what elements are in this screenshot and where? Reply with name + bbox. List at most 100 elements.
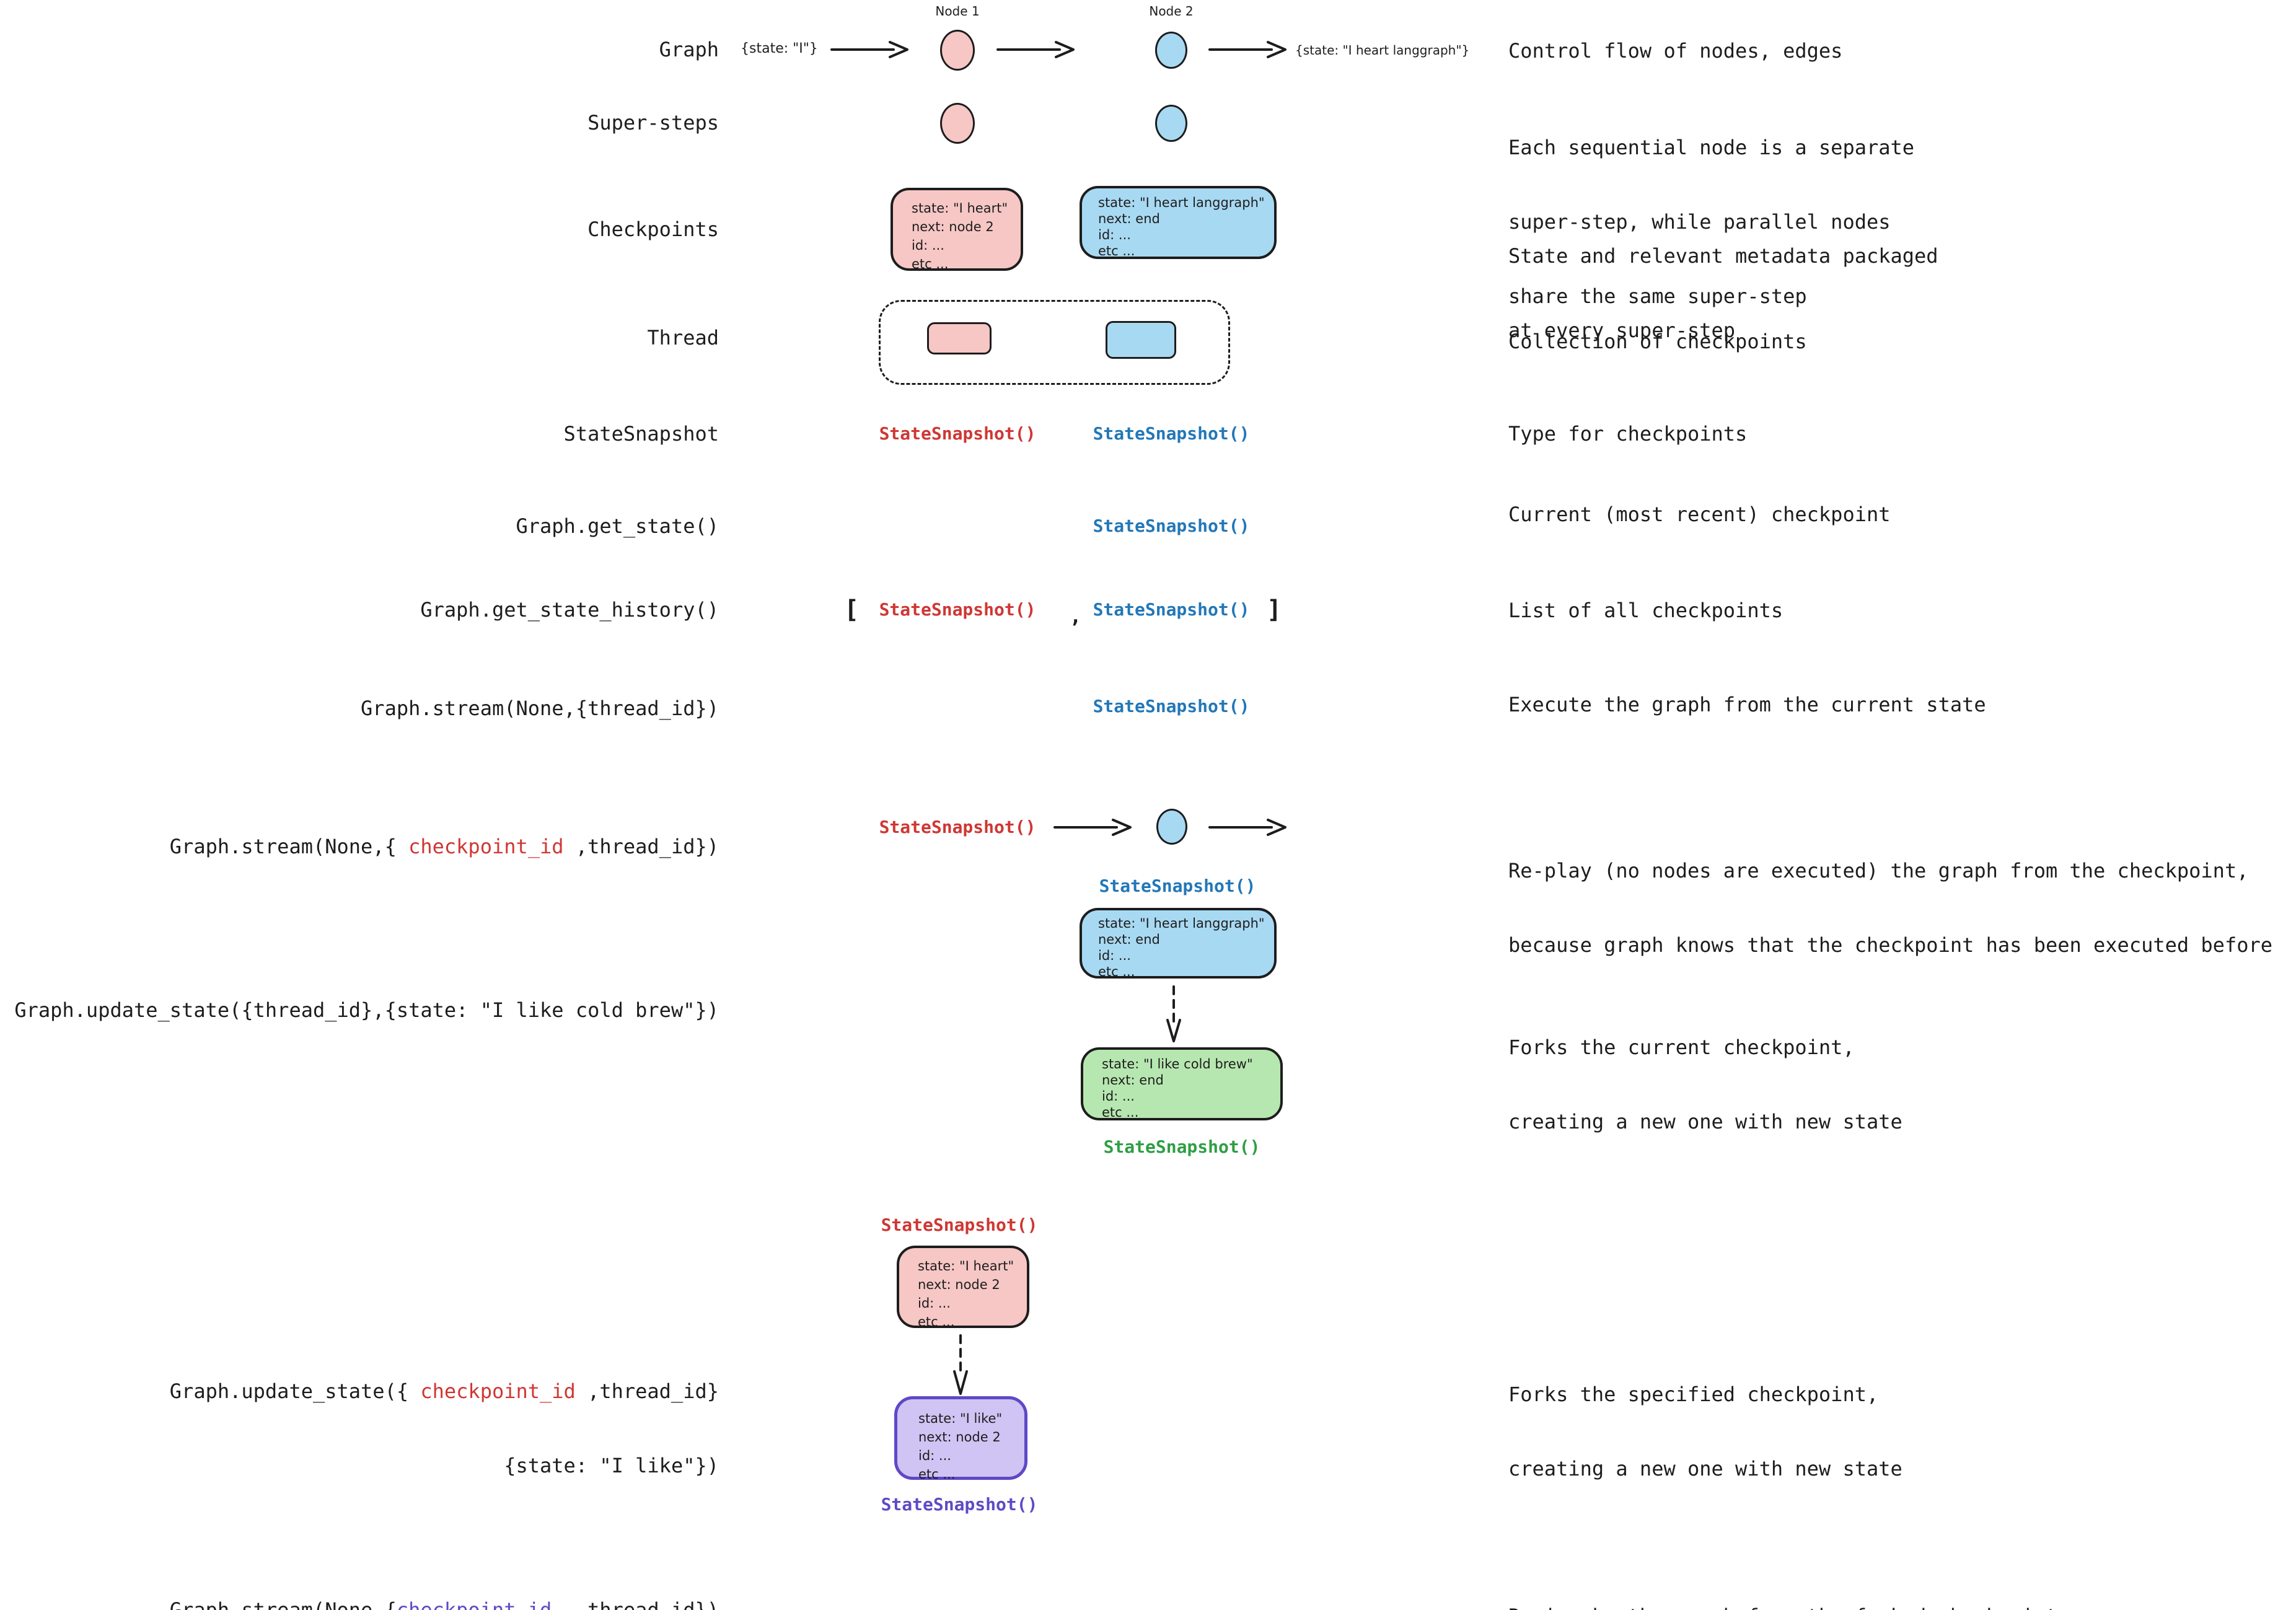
label-update-state-specified: Graph.update_state({ checkpoint_id ,thre…: [0, 1329, 719, 1528]
get-state-snapshot-token: StateSnapshot(): [1093, 516, 1250, 536]
fork-current-source-token: StateSnapshot(): [1099, 876, 1256, 896]
input-state-annotation: {state: "I"}: [741, 41, 818, 56]
stream-snapshot-token: StateSnapshot(): [1093, 696, 1250, 716]
node2-circle: [1155, 32, 1187, 69]
card-line: id: ...: [1098, 227, 1131, 242]
card-line: etc ...: [912, 257, 949, 271]
desc-super-steps-line3: share the same super-step: [1508, 284, 1807, 308]
node2-label: Node 2: [1149, 4, 1194, 19]
card-line: etc ...: [1098, 244, 1135, 258]
label-stream-replay-checkpoint-id: checkpoint_id: [408, 835, 564, 858]
desc-update-specified-line1: Forks the specified checkpoint,: [1508, 1383, 1879, 1406]
card-line: next: end: [1098, 932, 1160, 947]
card-line: etc ...: [1102, 1105, 1139, 1120]
desc-update-specified-line2: creating a new one with new state: [1508, 1457, 1902, 1480]
card-line: state: "I like cold brew": [1102, 1057, 1253, 1071]
desc-graph: Control flow of nodes, edges: [1508, 38, 1842, 63]
card-line: next: node 2: [918, 1277, 1000, 1292]
desc-state-snapshot: Type for checkpoints: [1508, 421, 1747, 446]
card-line: state: "I like": [918, 1411, 1003, 1426]
desc-update-current-line2: creating a new one with new state: [1508, 1110, 1902, 1133]
label-update-state-specified-line1: Graph.update_state({ checkpoint_id ,thre…: [0, 1379, 719, 1404]
desc-replay: Re-play (no nodes are executed) the grap…: [1508, 809, 2272, 1007]
desc-replay-line1: Re-play (no nodes are executed) the grap…: [1508, 859, 2249, 882]
card-line: next: node 2: [912, 219, 994, 234]
label-state-snapshot: StateSnapshot: [563, 422, 719, 446]
desc-checkpoints: State and relevant metadata packaged at …: [1508, 194, 1938, 392]
card-line: id: ...: [918, 1296, 951, 1311]
card-line: next: node 2: [918, 1430, 1001, 1445]
arrow-down-dashed-icon: [1166, 985, 1181, 1042]
card-line: id: ...: [1102, 1089, 1135, 1104]
super-step2-circle: [1155, 105, 1187, 142]
label-super-steps: Super-steps: [587, 111, 719, 134]
replay-node-circle: [1156, 809, 1187, 845]
desc-state-snapshot-line1: Type for checkpoints: [1508, 422, 1748, 446]
fork-current-new-card: state: "I like cold brew" next: end id: …: [1081, 1047, 1283, 1120]
checkpoint-card-pink: state: "I heart" next: node 2 id: ... et…: [891, 188, 1023, 271]
label-stream-thread: Graph.stream(None,{thread_id}): [361, 697, 719, 720]
label-stream-reinvoke-prefix: Graph.stream(None,{: [169, 1598, 397, 1610]
desc-checkpoints-line2: at every super-step: [1508, 319, 1736, 342]
desc-get-state-history: List of all checkpoints: [1508, 598, 1783, 623]
fork-specified-new-card: state: "I like" next: node 2 id: ... etc…: [894, 1396, 1027, 1482]
history-snapshot-token-red: StateSnapshot(): [879, 599, 1036, 620]
card-line: next: end: [1098, 211, 1160, 226]
label-update-specified-checkpoint-id: checkpoint_id: [420, 1379, 576, 1403]
fork-specified-source-token: StateSnapshot(): [881, 1215, 1038, 1235]
desc-get-state-history-line1: List of all checkpoints: [1508, 599, 1784, 622]
label-get-state-history: Graph.get_state_history(): [420, 598, 719, 622]
label-checkpoints: Checkpoints: [587, 218, 719, 241]
super-step1-circle: [940, 103, 975, 144]
label-stream-reinvoke-checkpoint-id: checkpoint_id: [396, 1598, 552, 1610]
history-snapshot-token-blue: StateSnapshot(): [1093, 599, 1250, 620]
fork-current-source-card: state: "I heart langgraph" next: end id:…: [1080, 908, 1277, 979]
bracket-close: ]: [1267, 596, 1282, 624]
desc-checkpoints-line1: State and relevant metadata packaged: [1508, 244, 1938, 268]
card-line: id: ...: [918, 1448, 951, 1463]
thread-checkpoint-pink: [927, 322, 992, 354]
thread-checkpoint-blue: [1106, 321, 1176, 359]
arrow-right-icon: [1053, 819, 1132, 836]
node1-circle: [940, 30, 975, 71]
label-stream-replay-prefix: Graph.stream(None,{: [169, 835, 409, 858]
label-update-state-current: Graph.update_state({thread_id},{state: "…: [14, 998, 719, 1022]
state-snapshot-token-red: StateSnapshot(): [879, 423, 1036, 444]
arrow-down-dashed-icon: [953, 1334, 968, 1395]
label-graph: Graph: [659, 38, 719, 61]
desc-super-steps-line2: super-step, while parallel nodes: [1508, 210, 1891, 234]
card-line: next: end: [1102, 1073, 1164, 1088]
card-line: state: "I heart langgraph": [1098, 916, 1265, 931]
desc-reinvoke-line1: Re-invoke the graph from the forked chec…: [1508, 1604, 2118, 1610]
card-line: state: "I heart": [918, 1259, 1014, 1273]
arrow-right-icon: [1208, 819, 1287, 836]
fork-current-new-token: StateSnapshot(): [1103, 1137, 1260, 1157]
desc-reinvoke: Re-invoke the graph from the forked chec…: [1508, 1554, 2118, 1610]
arrow-right-icon: [830, 41, 908, 58]
arrow-right-icon: [996, 41, 1075, 58]
card-line: id: ...: [1098, 948, 1131, 963]
desc-update-current: Forks the current checkpoint, creating a…: [1508, 985, 1902, 1184]
desc-thread-line1: Collection of checkpoints: [1508, 330, 1807, 353]
checkpoint-card-blue: state: "I heart langgraph" next: end id:…: [1080, 186, 1277, 259]
state-snapshot-token-blue: StateSnapshot(): [1093, 423, 1250, 444]
label-get-state: Graph.get_state(): [516, 514, 719, 538]
node1-label: Node 1: [935, 4, 980, 19]
label-stream-reinvoke-suffix: ,thread_id}): [552, 1598, 719, 1610]
card-line: etc ...: [1098, 964, 1135, 979]
arrow-right-icon: [1208, 41, 1287, 58]
desc-stream-thread-line1: Execute the graph from the current state: [1508, 693, 1986, 716]
card-line: id: ...: [912, 238, 944, 253]
desc-get-state-line1: Current (most recent) checkpoint: [1508, 503, 1891, 526]
replay-snapshot-token-red: StateSnapshot(): [879, 817, 1036, 837]
fork-specified-new-token: StateSnapshot(): [881, 1494, 1038, 1515]
label-stream-replay: Graph.stream(None,{ checkpoint_id ,threa…: [0, 809, 719, 884]
desc-thread: Collection of checkpoints: [1508, 329, 1807, 354]
label-thread: Thread: [647, 326, 719, 350]
card-line: state: "I heart": [912, 201, 1008, 216]
comma: ,: [1070, 604, 1082, 628]
desc-graph-line1: Control flow of nodes, edges: [1508, 39, 1843, 63]
label-update-specified-prefix: Graph.update_state({: [169, 1379, 421, 1403]
card-line: etc ...: [918, 1314, 955, 1329]
